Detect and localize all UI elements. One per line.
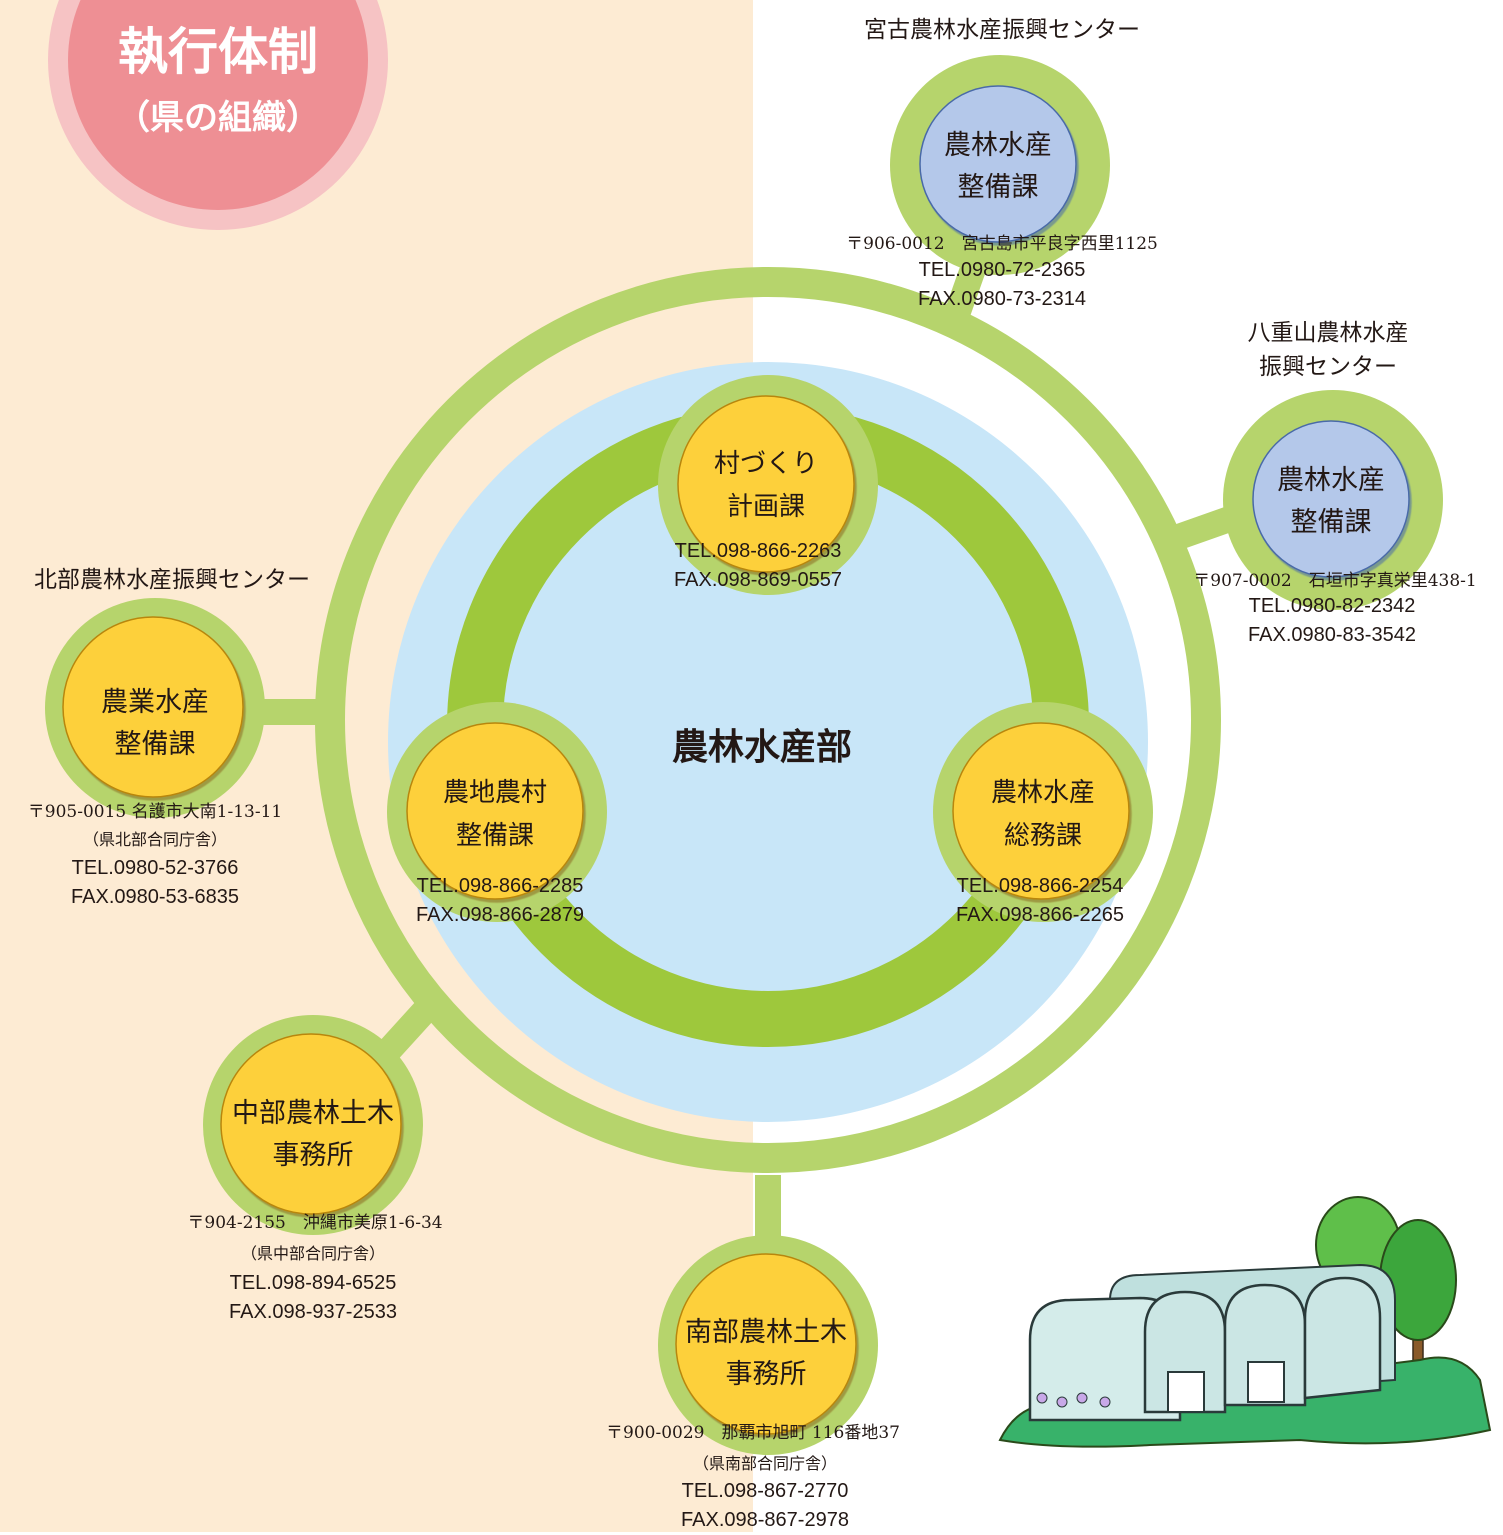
node-soumu: [933, 702, 1153, 922]
chubu-address: 〒904-2155 沖縄市美原1-6-34: [187, 1213, 443, 1233]
nanbu-address: 〒900-0029 那覇市旭町 116番地37: [606, 1423, 900, 1443]
chubu-building: （県中部合同庁舎）: [240, 1244, 386, 1263]
hokubu-name-line1: 農業水産: [101, 687, 209, 718]
nanbu-name-line2: 事務所: [725, 1359, 807, 1390]
chubu-name-line2: 事務所: [272, 1140, 354, 1171]
node-chubu: [203, 1015, 423, 1235]
division-name-line2: 総務課: [1003, 821, 1083, 851]
yaeyama-name-line2: 整備課: [1290, 507, 1372, 538]
division-tel: TEL.098-866-2263: [674, 540, 842, 562]
miyako-address: 〒906-0012 宮古島市平良字西里1125: [846, 234, 1158, 254]
office-name-miyako: 宮古農林水産振興センター: [864, 17, 1140, 43]
node-nouchi: [387, 702, 607, 922]
miyako-tel: TEL.0980-72-2365: [918, 259, 1086, 281]
chubu-fax: FAX.098-937-2533: [229, 1301, 397, 1323]
division-name-line1: 村づくり: [713, 449, 819, 479]
office-name-yaeyama-line1: 八重山農林水産: [1247, 320, 1409, 346]
chubu-tel: TEL.098-894-6525: [229, 1272, 397, 1294]
page-title: 執行体制: [118, 23, 318, 81]
division-fax: FAX.098-866-2879: [416, 904, 584, 926]
miyako-fax: FAX.0980-73-2314: [918, 288, 1086, 310]
nanbu-building: （県南部合同庁舎）: [692, 1454, 838, 1473]
office-name-hokubu: 北部農林水産振興センター: [34, 567, 310, 593]
hokubu-fax: FAX.0980-53-6835: [71, 886, 239, 908]
greenhouse-illustration: [998, 1196, 1492, 1448]
hokubu-address: 〒905-0015 名護市大南1-13-11: [27, 802, 283, 822]
division-tel: TEL.098-866-2285: [416, 875, 584, 897]
title-badge: [48, 0, 388, 230]
hokubu-name-line2: 整備課: [114, 729, 196, 760]
node-nanbu: [658, 1235, 878, 1455]
nanbu-fax: FAX.098-867-2978: [681, 1509, 849, 1531]
miyako-name-line2: 整備課: [957, 172, 1039, 203]
yaeyama-name-line1: 農林水産: [1277, 465, 1385, 496]
division-fax: FAX.098-866-2265: [956, 904, 1124, 926]
node-miyako: [890, 55, 1110, 275]
division-name-line1: 農地農村: [442, 778, 548, 808]
node-murazukuri: [658, 375, 878, 595]
center-department-label: 農林水産部: [671, 727, 853, 768]
hokubu-tel: TEL.0980-52-3766: [71, 857, 239, 879]
nanbu-name-line1: 南部農林土木: [685, 1317, 847, 1348]
hokubu-building: （県北部合同庁舎）: [82, 830, 228, 849]
division-name-line2: 整備課: [455, 821, 535, 851]
yaeyama-tel: TEL.0980-82-2342: [1248, 595, 1416, 617]
division-name-line2: 計画課: [726, 492, 806, 522]
chubu-name-line1: 中部農林土木: [232, 1098, 394, 1129]
yaeyama-fax: FAX.0980-83-3542: [1248, 624, 1416, 646]
division-fax: FAX.098-869-0557: [674, 569, 842, 591]
division-name-line1: 農林水産: [990, 778, 1096, 808]
page-subtitle: （県の組織）: [116, 98, 320, 138]
node-yaeyama: [1223, 390, 1443, 610]
outer-ring: [315, 267, 1221, 1173]
nanbu-tel: TEL.098-867-2770: [681, 1480, 849, 1502]
miyako-name-line1: 農林水産: [944, 130, 1052, 161]
node-hokubu: [45, 598, 265, 818]
yaeyama-address: 〒907-0002 石垣市字真栄里438-1: [1193, 571, 1477, 591]
office-name-yaeyama-line2: 振興センター: [1259, 354, 1397, 380]
division-tel: TEL.098-866-2254: [956, 875, 1124, 897]
